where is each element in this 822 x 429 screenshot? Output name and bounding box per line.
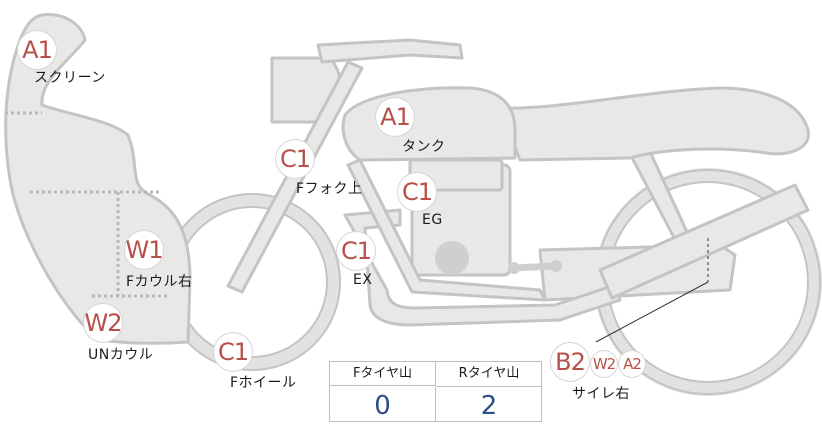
front-wheel-badge[interactable]: C1 (214, 333, 252, 371)
front-wheel-label: Fホイール (230, 375, 297, 391)
tire-tread-table: Fタイヤ山 Rタイヤ山 0 2 (329, 361, 542, 422)
screen-badge[interactable]: A1 (18, 31, 56, 69)
muffler-badge-b2[interactable]: B2 (551, 343, 589, 381)
exhaust-label: EX (353, 272, 373, 288)
front-fork-badge[interactable]: C1 (276, 140, 314, 178)
front-cowl-label: Fカウル右 (126, 274, 193, 290)
front-fork-label: Fフォク上 (296, 181, 363, 197)
rear-tire-header: Rタイヤ山 (436, 362, 542, 387)
exhaust-pipe (343, 208, 622, 327)
tank-label: タンク (402, 139, 446, 155)
engine-cover (435, 241, 469, 275)
muffler-leader-line (595, 281, 709, 343)
front-cowl-badge[interactable]: W1 (125, 231, 164, 269)
front-tire-header: Fタイヤ山 (330, 362, 436, 386)
lower-frame (346, 158, 547, 302)
exhaust-badge[interactable]: C1 (337, 232, 375, 270)
muffler-badge-a2[interactable]: A2 (619, 351, 645, 377)
footpeg-knob (508, 262, 520, 274)
rear-tire-value[interactable]: 2 (480, 391, 498, 421)
front-tire-value[interactable]: 0 (330, 387, 436, 422)
footpeg-knob-2 (550, 260, 562, 272)
muffler-badge-w2[interactable]: W2 (591, 351, 617, 377)
engine-badge[interactable]: C1 (398, 173, 436, 211)
muffler-label: サイレ右 (572, 386, 630, 402)
tank-badge[interactable]: A1 (376, 98, 414, 136)
front-wheel-outer (163, 193, 341, 371)
under-cowl-label: UNカウル (88, 347, 154, 363)
front-wheel-inner (176, 206, 328, 358)
engine-label: EG (422, 212, 443, 228)
handlebar (316, 38, 464, 64)
under-cowl-badge[interactable]: W2 (84, 304, 123, 342)
muffler (598, 183, 810, 300)
screen-label: スクリーン (34, 70, 106, 86)
seat (498, 86, 810, 162)
